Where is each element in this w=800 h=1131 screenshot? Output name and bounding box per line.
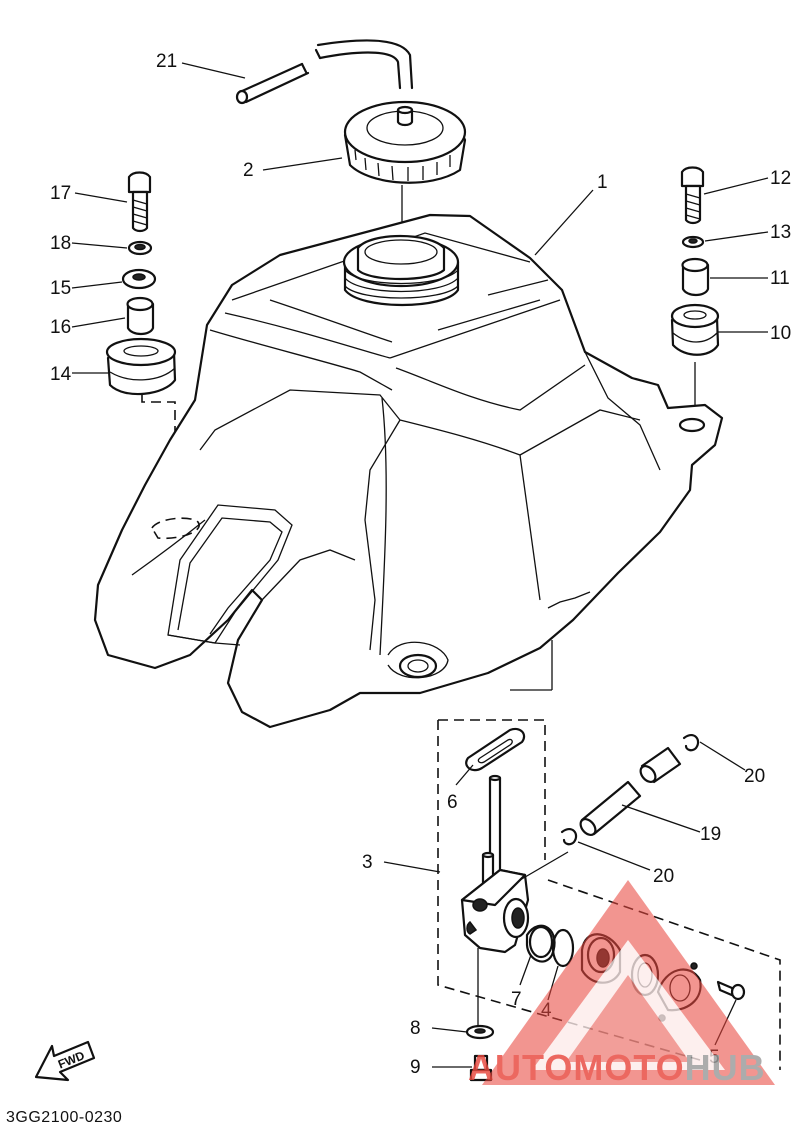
callout-10: 10 — [770, 323, 791, 344]
callout-12: 12 — [770, 168, 791, 189]
fuel-tank — [93, 213, 724, 729]
breather-hose — [235, 39, 414, 105]
callout-13: 13 — [770, 222, 791, 243]
left-mount-hardware — [105, 171, 177, 510]
callout-1: 1 — [597, 172, 608, 193]
watermark-brand-b: HUB — [685, 1047, 766, 1088]
callout-17: 17 — [50, 183, 71, 204]
leader-lines — [71, 62, 769, 1068]
callout-6: 6 — [447, 792, 458, 813]
callout-14: 14 — [50, 364, 72, 385]
callout-20-lower: 20 — [653, 866, 674, 887]
watermark-logo: AUTOMOTOHUB — [468, 880, 775, 1088]
callout-3: 3 — [362, 852, 373, 873]
callout-7: 7 — [511, 989, 522, 1010]
watermark-brand-a: AUTOMOTO — [468, 1047, 685, 1088]
callout-8: 8 — [410, 1018, 421, 1039]
fwd-arrow-icon: FWD — [34, 1040, 96, 1082]
callout-9: 9 — [410, 1057, 421, 1078]
callout-2: 2 — [243, 160, 254, 181]
callout-21: 21 — [156, 51, 177, 72]
reference-code: 3GG2100-0230 — [6, 1109, 122, 1126]
callout-18: 18 — [50, 233, 71, 254]
callout-19: 19 — [700, 824, 721, 845]
right-mount-hardware — [670, 166, 720, 420]
fuel-cap — [343, 100, 467, 260]
callout-11: 11 — [770, 268, 790, 289]
svg-text:AUTOMOTOHUB: AUTOMOTOHUB — [468, 1047, 766, 1088]
callout-20-upper: 20 — [744, 766, 765, 787]
callout-16: 16 — [50, 317, 71, 338]
callout-15: 15 — [50, 278, 71, 299]
